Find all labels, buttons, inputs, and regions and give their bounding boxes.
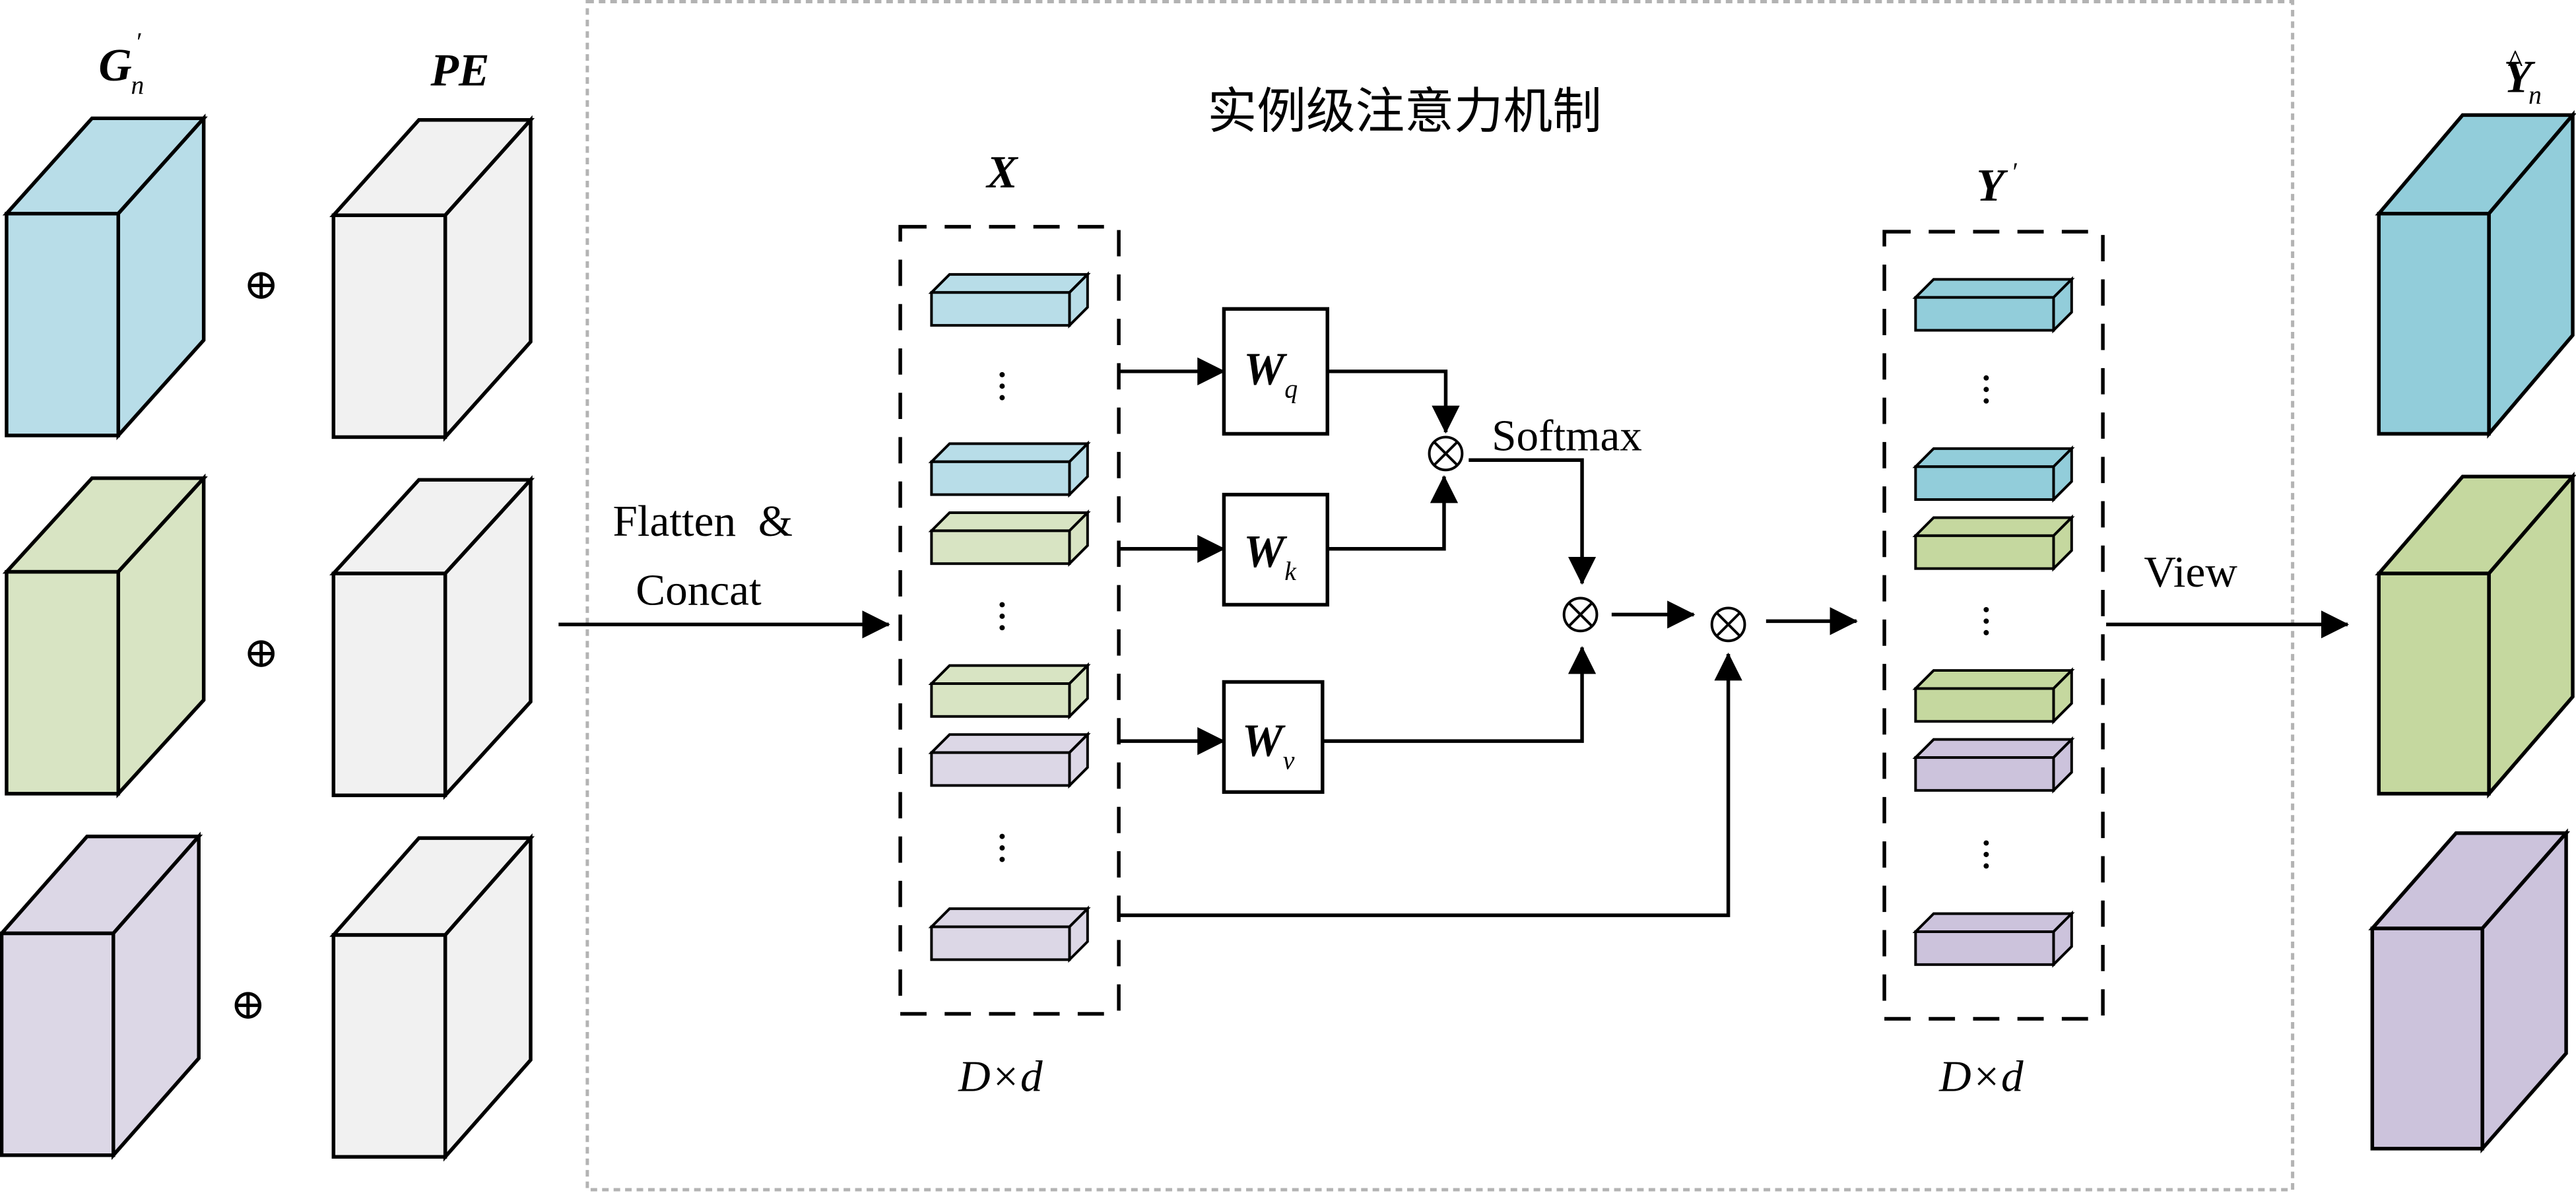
y-token-blue-2 bbox=[1912, 445, 2075, 503]
input-feature-cubes bbox=[0, 113, 535, 1162]
x-ellipsis-2 bbox=[999, 602, 1005, 631]
wq-to-mul1-arrow bbox=[1327, 370, 1460, 434]
y-token-blue-1 bbox=[1912, 276, 2075, 334]
y-hat-cube-purple bbox=[2368, 828, 2571, 1154]
svg-text:Wv: Wv bbox=[1242, 716, 1295, 775]
mul-operator-attn-v bbox=[1562, 596, 1599, 633]
mul-operator-residual bbox=[1710, 606, 1746, 643]
add-operator-2: ⊕ bbox=[244, 629, 279, 677]
y-hat-cube-blue bbox=[2375, 110, 2576, 439]
wq-block: Wq bbox=[1222, 307, 1329, 436]
y-matrix-frame bbox=[1882, 230, 2105, 1021]
wk-to-mul1-arrow bbox=[1327, 475, 1459, 551]
label-y-hat-caret: ^ bbox=[2507, 44, 2523, 80]
y-ellipsis-3 bbox=[1983, 840, 1989, 869]
flatten-label-line2: Concat bbox=[636, 565, 762, 614]
svg-text:Wk: Wk bbox=[1243, 527, 1297, 586]
x-ellipsis-3 bbox=[999, 833, 1005, 862]
y-token-green-4 bbox=[1912, 667, 2075, 725]
g-cube-purple bbox=[0, 831, 203, 1160]
x-token-list bbox=[928, 271, 1091, 963]
wv-to-mul2-arrow bbox=[1322, 646, 1597, 743]
label-x: X bbox=[985, 147, 1018, 198]
g-cube-green bbox=[2, 473, 208, 798]
label-y-prime: Y′ bbox=[1976, 158, 2018, 211]
x-dimension-label: D×d bbox=[958, 1052, 1043, 1101]
x-token-blue-1 bbox=[928, 271, 1091, 329]
softmax-label: Softmax bbox=[1492, 410, 1642, 460]
x-token-green-4 bbox=[928, 662, 1091, 720]
label-pe: PE bbox=[430, 45, 489, 96]
x-to-mul3-arrow bbox=[1119, 653, 1742, 917]
y-ellipsis-1 bbox=[1983, 375, 1989, 404]
add-operator-1: ⊕ bbox=[244, 261, 279, 309]
add-operator-3: ⊕ bbox=[230, 981, 266, 1029]
output-feature-cubes bbox=[2368, 110, 2576, 1154]
wk-block: Wk bbox=[1222, 492, 1329, 607]
x-ellipsis-1 bbox=[999, 371, 1005, 401]
y-dimension-label: D×d bbox=[1938, 1052, 2024, 1101]
view-label: View bbox=[2144, 547, 2237, 596]
y-hat-cube-green bbox=[2375, 471, 2576, 799]
y-token-list bbox=[1912, 276, 2075, 968]
attention-module-frame bbox=[585, 0, 2295, 1192]
pe-cube-3 bbox=[329, 833, 535, 1162]
flatten-label-line1: Flatten & bbox=[612, 496, 793, 546]
svg-text:Wq: Wq bbox=[1243, 344, 1298, 404]
x-token-blue-2 bbox=[928, 440, 1091, 498]
y-ellipsis-2 bbox=[1983, 606, 1989, 635]
y-token-purple-5 bbox=[1912, 736, 2075, 794]
y-token-purple-6 bbox=[1912, 910, 2075, 968]
softmax-to-mul2-arrow bbox=[1469, 458, 1597, 585]
wv-block: Wv bbox=[1222, 680, 1325, 794]
pe-cube-1 bbox=[329, 115, 535, 442]
x-token-purple-6 bbox=[928, 905, 1091, 963]
label-y-hat-n: Yn bbox=[2503, 51, 2542, 109]
g-cube-blue bbox=[2, 113, 208, 441]
module-title: 实例级注意力机制 bbox=[1208, 84, 1602, 139]
x-token-purple-5 bbox=[928, 731, 1091, 789]
x-matrix-frame bbox=[898, 224, 1121, 1016]
pe-cube-2 bbox=[329, 475, 535, 800]
y-token-green-3 bbox=[1912, 514, 2075, 572]
mul-operator-qk bbox=[1428, 435, 1464, 472]
label-g-prime-n: G′n bbox=[98, 28, 144, 100]
x-token-green-3 bbox=[928, 509, 1091, 567]
